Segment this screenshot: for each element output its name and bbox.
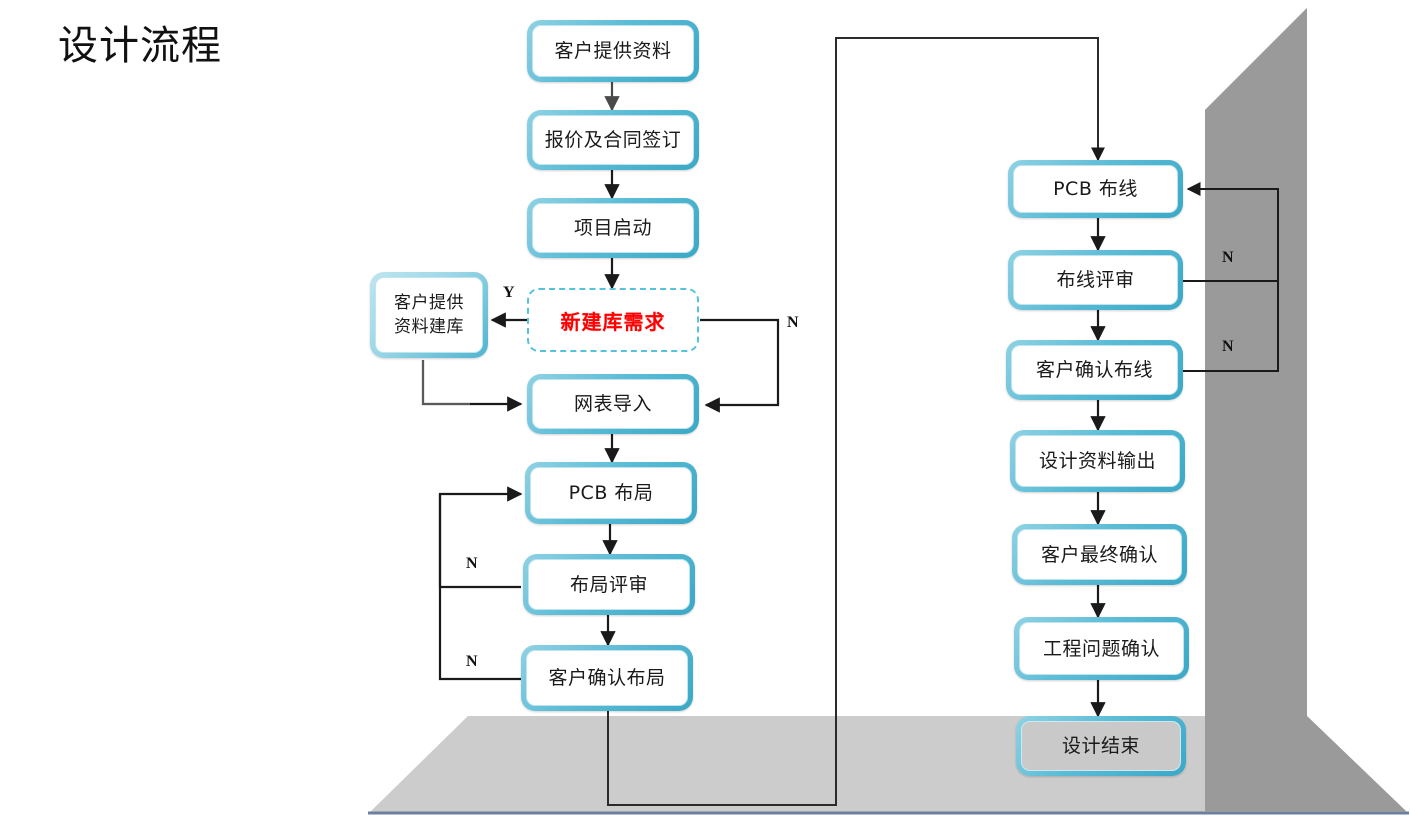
- edge-library-to-netlist-grey: [422, 360, 470, 405]
- edge-routing-review-no-loop: [1180, 182, 1279, 282]
- node-label: 项目启动: [532, 203, 694, 253]
- node-label: 布线评审: [1013, 255, 1178, 305]
- node-label: 网表导入: [532, 379, 694, 429]
- node-quote-and-contract[interactable]: 报价及合同签订: [527, 110, 699, 170]
- node-new-library-requirement[interactable]: 新建库需求: [527, 288, 699, 352]
- node-layout-review[interactable]: 布局评审: [523, 554, 695, 615]
- node-customer-confirm-routing[interactable]: 客户确认布线: [1006, 340, 1183, 400]
- node-routing-review[interactable]: 布线评审: [1008, 250, 1183, 310]
- node-label: PCB 布线: [1013, 165, 1178, 213]
- edge-library-to-netlist: [421, 360, 523, 412]
- page-title: 设计流程: [58, 23, 222, 69]
- node-pcb-routing[interactable]: PCB 布线: [1008, 160, 1183, 218]
- edge-confirm-layout-to-routing: [607, 37, 1105, 806]
- edge-label-no-customer-routing: N: [1222, 338, 1234, 355]
- edge-confirm-layout-no-loop: [438, 494, 521, 681]
- node-engineering-issue-confirm[interactable]: 工程问题确认: [1014, 617, 1189, 680]
- node-project-kickoff[interactable]: 项目启动: [527, 198, 699, 258]
- node-label: 客户确认布局: [526, 650, 688, 706]
- edge-review-no-loop: [438, 486, 523, 589]
- node-label: 布局评审: [528, 559, 690, 610]
- node-customer-provides-data[interactable]: 客户提供资料: [527, 20, 699, 82]
- node-label-line2: 资料建库: [394, 317, 464, 337]
- node-design-data-output[interactable]: 设计资料输出: [1010, 430, 1185, 492]
- node-label: 客户确认布线: [1011, 345, 1178, 395]
- node-label: 报价及合同签订: [532, 115, 694, 165]
- node-netlist-import[interactable]: 网表导入: [527, 374, 699, 434]
- node-customer-final-confirm[interactable]: 客户最终确认: [1012, 524, 1187, 585]
- edge-label-yes: Y: [503, 284, 515, 301]
- node-customer-confirm-layout[interactable]: 客户确认布局: [521, 645, 693, 711]
- node-design-end[interactable]: 设计结束: [1016, 716, 1186, 776]
- wall-plane-top: [1205, 8, 1307, 812]
- edge-label-no-layout-review: N: [466, 555, 478, 572]
- node-label: 客户最终确认: [1017, 529, 1182, 580]
- node-label-line1: 客户提供: [394, 293, 464, 313]
- edge-label-no-customer-layout: N: [466, 653, 478, 670]
- node-label: 设计结束: [1021, 721, 1181, 771]
- node-label: 客户提供资料: [532, 25, 694, 77]
- node-label: 设计资料输出: [1015, 435, 1180, 487]
- node-customer-provides-library-data[interactable]: 客户提供 资料建库: [370, 272, 488, 358]
- node-label: 工程问题确认: [1019, 622, 1184, 675]
- node-label: PCB 布局: [530, 467, 692, 519]
- node-label-multiline: 客户提供 资料建库: [375, 277, 483, 353]
- edge-decision-no-to-netlist: [700, 318, 780, 413]
- edge-label-no-routing-review: N: [1222, 249, 1234, 266]
- edge-confirm-routing-no-loop: [1180, 189, 1279, 372]
- node-pcb-layout[interactable]: PCB 布局: [525, 462, 697, 524]
- edge-label-no-library: N: [787, 314, 799, 331]
